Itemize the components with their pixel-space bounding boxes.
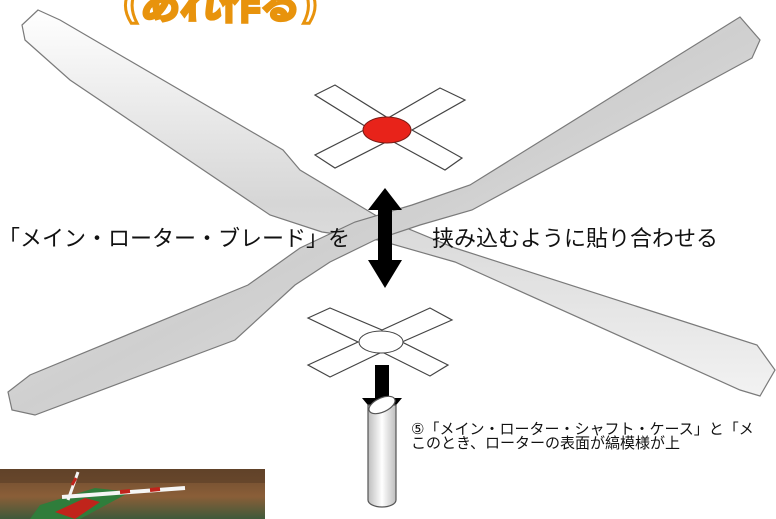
helicopter-model-photo (0, 469, 265, 519)
title-text: (あれ作る) (122, 0, 319, 28)
double-arrow-icon (368, 188, 402, 288)
step5-line2: このとき、ローターの表面が縞模様が上 (411, 434, 680, 452)
lower-hub-cross (306, 307, 454, 378)
upper-hub-cross (313, 84, 467, 171)
label-left: 「メイン・ローター・ブレード」を (0, 227, 350, 252)
red-hub-center (362, 116, 412, 144)
shaft-case-cylinder (367, 395, 397, 508)
label-right: 挟み込むように貼り合わせる (432, 227, 718, 252)
rotor-blade-a (21, 9, 776, 397)
step5-line1: ⑤「メイン・ローター・シャフト・ケース」と「メ (411, 420, 754, 438)
white-hub-center (358, 330, 404, 354)
